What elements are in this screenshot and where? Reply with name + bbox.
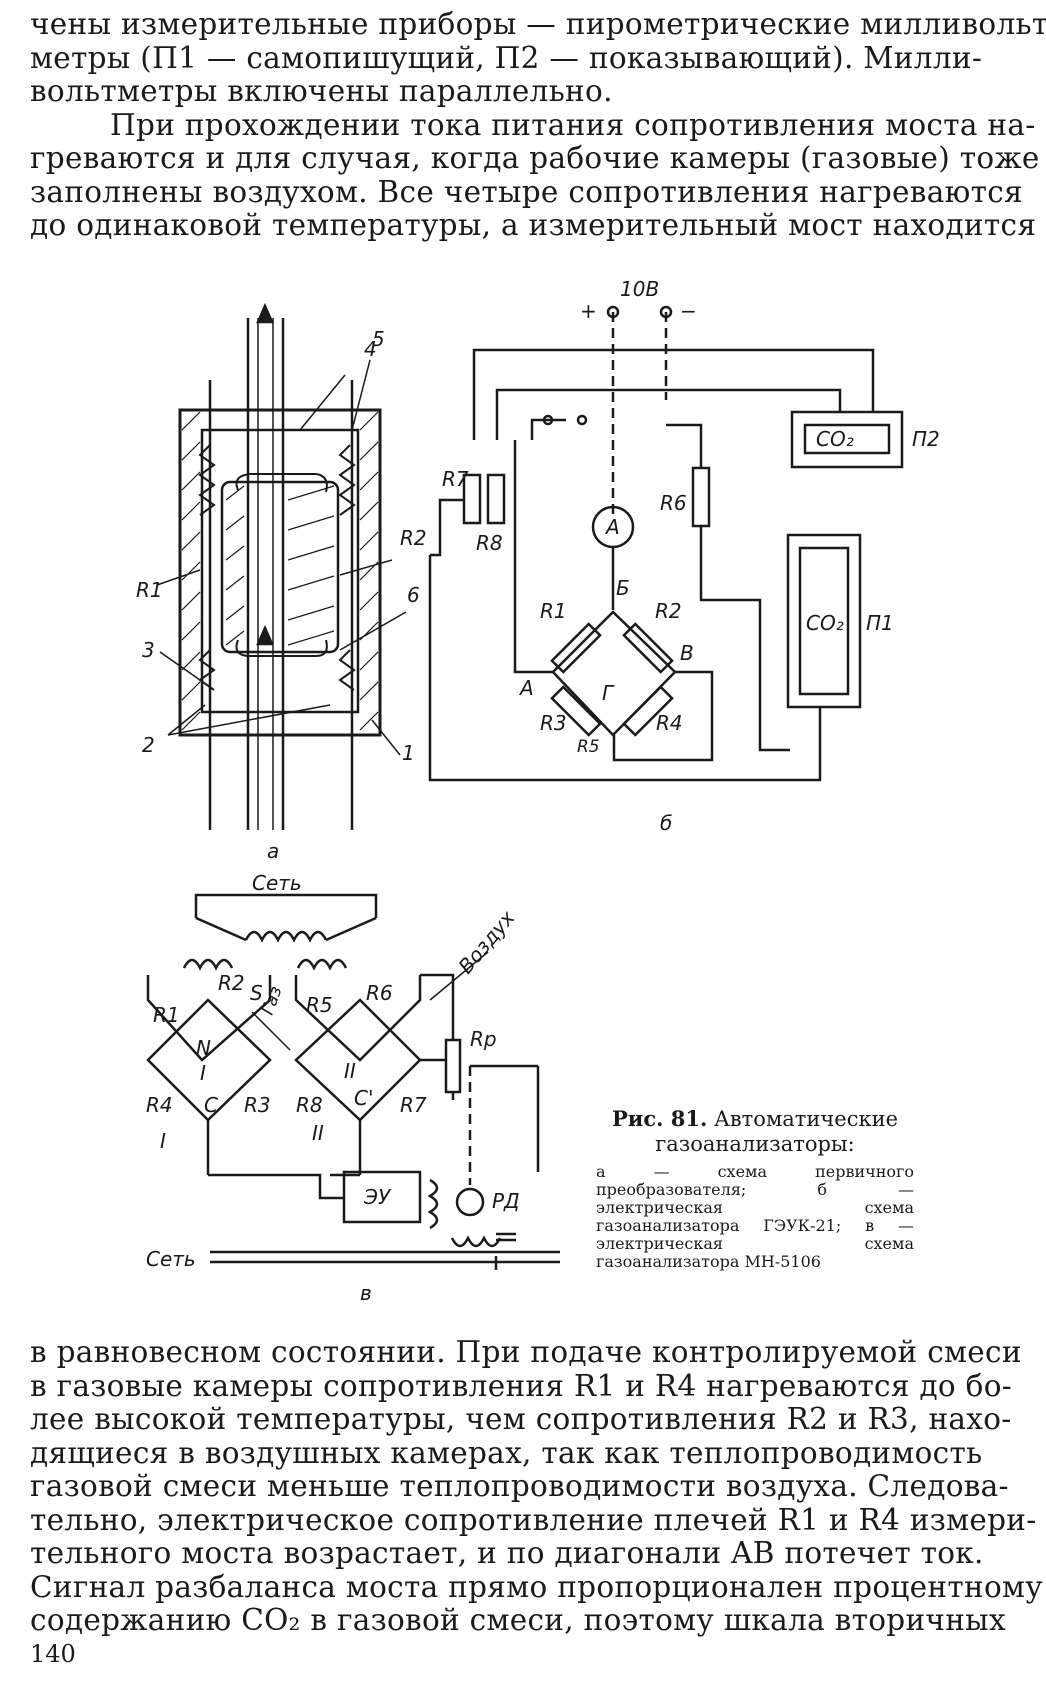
- sublabel-c: в: [360, 1281, 372, 1305]
- sublabel-b: б: [660, 811, 672, 835]
- label-b-r7: R7: [442, 467, 469, 491]
- figure-81: 4 5 R2 R1 6 3 2 1 а 10В + − R7 R8 R6 A Б…: [136, 277, 940, 1305]
- supply-plus: +: [580, 299, 597, 323]
- caption-title: Рис. 81. Автоматические газоанализаторы:: [596, 1106, 914, 1157]
- supply-label: 10В: [620, 277, 659, 301]
- text-line: до одинаковой температуры, а измерительн…: [30, 208, 1037, 242]
- label-a-r2: R2: [400, 526, 427, 550]
- text-line: лее высокой температуры, чем сопротивлен…: [30, 1402, 1012, 1436]
- sublabel-a: а: [267, 839, 279, 863]
- network-bottom-label: Сеть: [146, 1247, 196, 1271]
- label-c-i-outer: I: [160, 1129, 166, 1153]
- label-a-r1: R1: [136, 578, 163, 602]
- label-b-r6: R6: [660, 491, 687, 515]
- label-c-ii-inner: II: [344, 1059, 356, 1083]
- body-text-bottom: в равновесном состоянии. При подаче конт…: [30, 1335, 1043, 1638]
- label-c-r5: R5: [306, 993, 333, 1017]
- text-line: содержанию CO₂ в газовой смеси, поэтому …: [30, 1603, 1006, 1637]
- meter-p2-value: CO₂: [816, 427, 854, 451]
- text-line: греваются и для случая, когда рабочие ка…: [30, 141, 1040, 175]
- network-top-label: Сеть: [252, 871, 302, 895]
- caption-number: Рис. 81.: [611, 1106, 708, 1131]
- circuit-mn5106: [146, 893, 560, 1270]
- label-b-r1: R1: [540, 599, 567, 623]
- label-c-r4: R4: [146, 1093, 173, 1117]
- text-line: вольтметры включены параллельно.: [30, 74, 613, 108]
- text-line: тельного моста возрастает, и по диагонал…: [30, 1536, 984, 1570]
- page-number: 140: [30, 1640, 76, 1668]
- caption-body: а — схема первичного преобразователя; б …: [596, 1162, 914, 1271]
- node-b: Б: [616, 576, 630, 600]
- label-b-r5: R5: [577, 737, 600, 757]
- text-line: в равновесном состоянии. При подаче конт…: [30, 1335, 1022, 1369]
- node-a: A: [518, 676, 534, 700]
- label-a-6: 6: [407, 583, 420, 607]
- ammeter-label: A: [604, 515, 620, 539]
- label-c-r6: R6: [366, 981, 393, 1005]
- label-a-1: 1: [402, 741, 415, 765]
- meter-p1-value: CO₂: [806, 611, 844, 635]
- label-b-r2: R2: [655, 599, 682, 623]
- label-c-s: S: [250, 981, 263, 1005]
- circuit-geuk21: [428, 305, 904, 782]
- figure-caption: Рис. 81. Автоматические газоанализаторы:…: [596, 1106, 914, 1271]
- label-c-ii-outer: II: [312, 1121, 324, 1145]
- text-line: Сигнал разбаланса моста прямо пропорцион…: [30, 1569, 1043, 1604]
- label-c-n: N: [196, 1036, 211, 1060]
- text-line: тельно, электрическое сопротивление плеч…: [30, 1502, 1037, 1537]
- label-c-r8: R8: [296, 1093, 323, 1117]
- meter-p2-label: П2: [912, 427, 940, 451]
- node-g: Г: [602, 681, 615, 705]
- label-c-c: C: [204, 1093, 218, 1117]
- air-label: Воздух: [453, 906, 519, 978]
- label-b-r8: R8: [476, 531, 503, 555]
- label-c-c-prime: C': [354, 1086, 373, 1110]
- label-c-eu: ЭУ: [363, 1185, 392, 1209]
- label-c-r1: R1: [153, 1003, 180, 1027]
- label-c-r2: R2: [218, 971, 245, 995]
- text-line: метры (П1 — самопишущий, П2 — показывающ…: [30, 40, 983, 75]
- label-b-r4: R4: [656, 711, 683, 735]
- text-line: дящиеся в воздушных камерах, так как теп…: [30, 1435, 983, 1470]
- text-line: в газовые камеры сопротивления R1 и R4 н…: [30, 1368, 1013, 1403]
- label-b-r3: R3: [540, 711, 567, 735]
- text-line: газовой смеси меньше теплопроводимости в…: [30, 1469, 1009, 1503]
- label-a-3: 3: [142, 638, 155, 662]
- meter-p1-label: П1: [866, 611, 894, 635]
- supply-minus: −: [680, 299, 697, 323]
- label-c-r7: R7: [400, 1093, 427, 1117]
- caption-title-text: Автоматические газоанализаторы:: [655, 1107, 899, 1156]
- label-a-5: 5: [372, 327, 385, 351]
- label-c-rp: Rp: [470, 1027, 497, 1051]
- node-v: B: [680, 641, 694, 665]
- text-line: При прохождении тока питания сопротивлен…: [110, 107, 1036, 142]
- label-c-i-inner: I: [200, 1061, 206, 1085]
- body-text-top: чены измерительные приборы — пирометриче…: [30, 7, 1046, 243]
- transducer-diagram: [156, 302, 407, 830]
- label-a-2: 2: [142, 733, 155, 757]
- text-line: чены измерительные приборы — пирометриче…: [30, 7, 1046, 41]
- label-c-r3: R3: [244, 1093, 271, 1117]
- label-c-rd: РД: [492, 1189, 520, 1213]
- text-line: заполнены воздухом. Все четыре сопротивл…: [30, 174, 1023, 209]
- label-a-4: 4: [364, 337, 377, 361]
